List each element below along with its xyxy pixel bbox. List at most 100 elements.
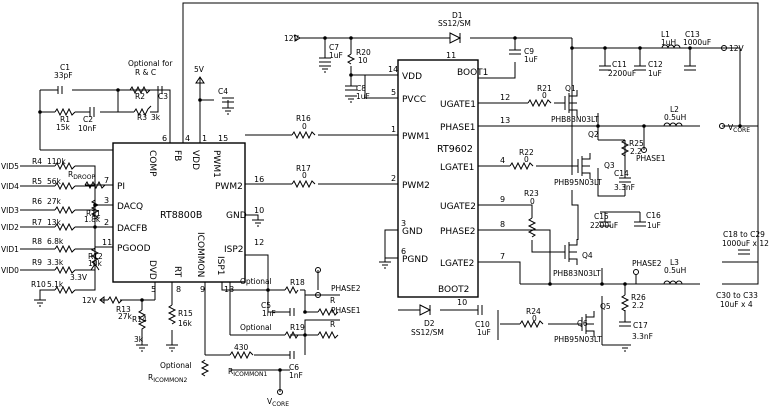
pin-pgood: PGOOD <box>117 244 151 254</box>
r19-ref: R19 <box>290 323 305 332</box>
junction-dot <box>278 368 282 372</box>
wires <box>20 2 759 392</box>
pin-no-boot2: 10 <box>457 298 467 307</box>
c13-capacitor <box>684 65 696 71</box>
driver-supply: 12V C7 1uF R20 10 C8 1uF D1 SS12/SM C9 1… <box>284 11 552 337</box>
r14-ref: R14 <box>132 315 147 324</box>
r21-val: 0 <box>542 91 547 100</box>
junction-dot <box>623 282 627 286</box>
c14-ref: C14 <box>614 169 629 178</box>
r10-ref: R10 <box>31 280 46 289</box>
pin-no-ugate1: 12 <box>500 93 510 102</box>
r1-ref: R1 <box>60 115 70 124</box>
r23-ref: R23 <box>524 189 539 198</box>
l3-ref: L3 <box>670 258 679 267</box>
r1-val: 15k <box>56 123 71 132</box>
rt8800b-chip: RT8800B 6 COMP 4 FB 1 VDD 15 PWM1 7 PI 3… <box>102 134 264 294</box>
r-phase1-resistor <box>317 330 339 340</box>
c3-capacitor <box>157 86 163 94</box>
r4-ref: R4 <box>32 157 42 166</box>
phase2-node-label: PHASE2 <box>632 259 662 268</box>
c18-29-capacitor <box>738 249 750 255</box>
pin-pwm2: PWM2 <box>215 182 243 192</box>
r13-ref: R13 <box>116 305 131 314</box>
pin-vdd2: VDD <box>402 72 422 82</box>
c11-ref: C11 <box>612 60 627 69</box>
l3-inductor <box>663 280 683 285</box>
r17-resistor <box>291 179 316 189</box>
pin-pvcc: PVCC <box>402 95 426 105</box>
junction-dot <box>140 298 144 302</box>
vid2-label: VID2 <box>1 223 19 232</box>
c6-capacitor <box>289 351 295 359</box>
r25-val: 2.2 <box>630 147 642 156</box>
vcore-sense-terminal <box>277 389 283 395</box>
junction-dot <box>548 282 552 286</box>
pin-rt: RT <box>172 266 182 278</box>
r25-resistor <box>620 139 630 157</box>
r15-resistor <box>167 304 177 325</box>
phase2-sense-label: PHASE2 <box>331 284 361 293</box>
gnd-ground-icon <box>252 219 264 227</box>
r1-resistor <box>54 107 76 117</box>
c12-val: 1uF <box>648 69 662 78</box>
r10-ground-icon <box>34 299 46 307</box>
rdroop-label: RDROOP <box>68 170 95 181</box>
pin-ugate1: UGATE1 <box>440 100 476 110</box>
pin-vdd: VDD <box>190 150 200 170</box>
r24-val: 0 <box>532 314 537 323</box>
c3-ref: C3 <box>158 92 168 101</box>
r6-resistor <box>54 205 76 215</box>
l3-val: 0.5uH <box>664 266 686 275</box>
junction-dot <box>303 310 307 314</box>
r7-resistor <box>54 222 76 232</box>
r22-ref: R22 <box>519 148 534 157</box>
r21-ref: R21 <box>537 84 552 93</box>
pin-no-vdd: 1 <box>202 134 207 143</box>
pin-no-pwm2b: 2 <box>391 174 396 183</box>
junction-dot <box>93 225 97 229</box>
junction-dot <box>38 110 42 114</box>
pin-no-pi: 7 <box>104 176 109 185</box>
c15-ref: C15 <box>594 212 609 221</box>
r18-resistor <box>284 285 299 295</box>
q1-mosfet-icon <box>564 90 578 116</box>
r3-resistor <box>133 105 152 117</box>
q56-part: PHB95N03LT <box>554 335 602 344</box>
phase1-sense-label: PHASE1 <box>331 306 361 315</box>
junction-dot <box>266 288 270 292</box>
pin-phase1: PHASE1 <box>440 123 475 133</box>
q1-part: PHB83N03LT <box>551 115 599 124</box>
pin-isp2: ISP2 <box>224 245 244 255</box>
pin-no-vdd2: 14 <box>388 65 398 74</box>
c8-ref: C8 <box>356 84 366 93</box>
l1-ref: L1 <box>661 30 670 39</box>
r5-ref: R5 <box>32 177 42 186</box>
l2-inductor <box>663 122 683 127</box>
r10-val: 5.1k <box>47 280 64 289</box>
r14-val: 3k <box>134 335 144 344</box>
pin-no-pgood: 11 <box>102 238 112 247</box>
pin-icommon: ICOMMON <box>195 232 205 277</box>
r23-val: 0 <box>530 197 535 206</box>
pin-gnd: GND <box>226 211 247 221</box>
r-icommon2-resistor <box>200 359 210 377</box>
vid5-label: VID5 <box>1 162 19 171</box>
l2-val: 0.5uH <box>664 113 686 122</box>
c10-ref: C10 <box>475 320 490 329</box>
v12-left-arrow <box>99 296 105 304</box>
r11-resistor <box>90 199 100 220</box>
c16-ref: C16 <box>646 211 661 220</box>
c7-val: 1uF <box>329 51 343 60</box>
q4-mosfet-icon <box>564 239 578 265</box>
junction-dot <box>116 88 120 92</box>
c12-ref: C12 <box>648 60 663 69</box>
pin-no-isp2: 12 <box>254 238 264 247</box>
vdd-5v-arrow <box>195 76 205 84</box>
r23-resistor <box>527 217 537 238</box>
c8-capacitor <box>345 85 357 91</box>
l1-inductor <box>661 44 681 49</box>
pin-pwm2b: PWM2 <box>402 181 430 191</box>
c6-ref: C6 <box>289 363 299 372</box>
c15-capacitor <box>599 221 611 227</box>
